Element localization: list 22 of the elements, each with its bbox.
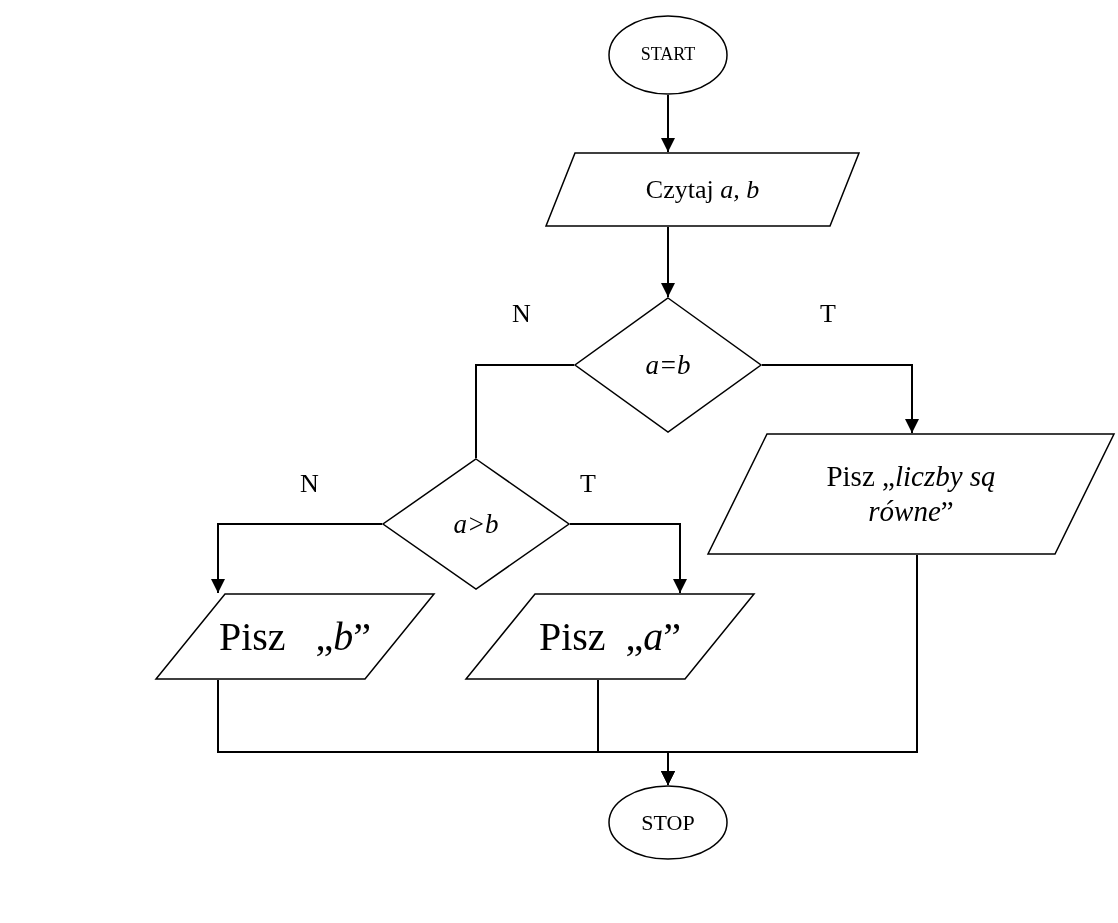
io-parallelogram [545, 152, 860, 227]
io-parallelogram [707, 433, 1115, 555]
decision-diamond [574, 297, 762, 433]
node-text: START [639, 44, 697, 66]
io-parallelogram [155, 593, 435, 680]
io-parallelogram [465, 593, 755, 680]
arrow [211, 523, 383, 594]
node-text: Pisz „b” [217, 612, 373, 661]
arrow [761, 364, 919, 434]
node-text: STOP [640, 809, 696, 836]
arrow [661, 94, 675, 153]
node-text: Pisz „a” [537, 612, 683, 661]
terminal-ellipse [608, 785, 728, 860]
node-text: Pisz „liczby są równe” [825, 459, 997, 529]
decision-diamond [382, 458, 570, 590]
arrow [661, 226, 675, 298]
node-text: a>b [452, 507, 500, 541]
terminal-ellipse [608, 15, 728, 95]
arrow [569, 523, 687, 594]
node-text: Czytaj a, b [644, 173, 761, 206]
node-text: a=b [644, 348, 692, 382]
arrow [661, 554, 918, 786]
